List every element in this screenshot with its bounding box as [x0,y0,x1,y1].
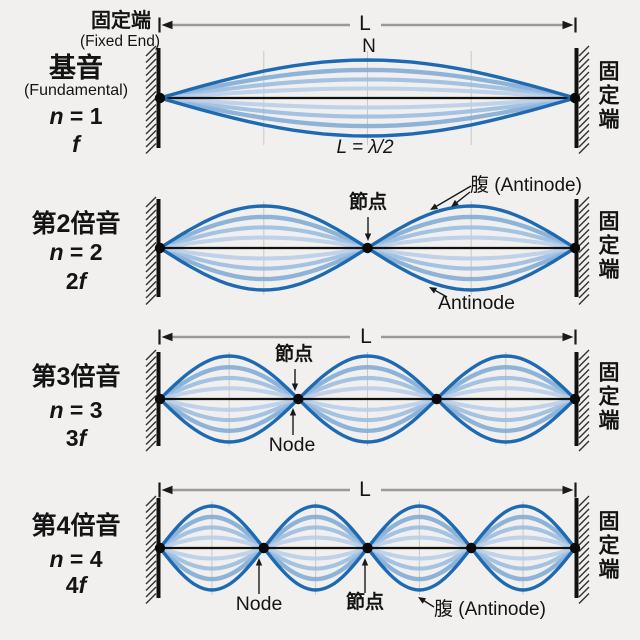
row1-mode-eq: = 1 [63,103,103,129]
right-wall-label-row2: 固定端 [596,210,620,282]
row4-mode-var: n [49,546,64,572]
row2-freq-sym: f [78,268,87,294]
row4-mode: n = 4 [0,547,152,571]
row3-mode: n = 3 [0,398,152,422]
length-label-row1: L [359,12,371,35]
antinode-letter-n: N [362,36,376,57]
row1-title: 基音 [49,53,103,83]
row4-freq: 4f [0,573,152,597]
row2-freq-num: 2 [65,268,79,294]
right-wall-label-row4: 固定端 [596,510,620,582]
row2-node-label-jp: 節点 [348,192,387,213]
row3-freq-sym: f [78,425,87,451]
row1-freq: f [0,132,152,156]
right-wall-label-row3: 固定端 [596,361,620,433]
length-label-row4: L [359,478,371,501]
row4-node-label-jp: 節点 [345,592,384,613]
row4-mode-eq: = 4 [63,546,103,572]
row2-mode-eq: = 2 [63,239,103,265]
row3-title: 第3倍音 [31,363,121,391]
row1-freq-sym: f [72,131,80,157]
length-label-row3: L [360,325,372,348]
row1-mode-var: n [49,103,64,129]
row4-node-label-en: Node [235,593,283,615]
half-wavelength-label: L = λ/2 [336,137,394,158]
fixed-end-label-jp: 固定端 [91,10,151,32]
row4-title: 第4倍音 [31,512,121,540]
row4-freq-num: 4 [65,572,79,598]
row3-node-label-en: Node [268,434,316,456]
row2-mode: n = 2 [0,240,152,264]
row1-subtitle: (Fundamental) [23,82,129,99]
row2-title: 第2倍音 [31,210,121,238]
row3-node-label-jp: 節点 [274,344,313,365]
fixed-end-label-en: (Fixed End) [79,33,161,50]
right-wall-label-row1: 固定端 [596,60,620,132]
row3-freq: 3f [0,426,152,450]
row2-freq: 2f [0,269,152,293]
row4-antinode-label-jp: 腹 (Antinode) [434,599,546,620]
row3-freq-num: 3 [65,425,79,451]
row1-mode: n = 1 [0,104,152,128]
row3-mode-eq: = 3 [63,397,103,423]
row3-mode-var: n [49,397,64,423]
row2-mode-var: n [49,239,64,265]
row2-antinode-label-jp: 腹 (Antinode) [470,175,582,196]
row4-freq-sym: f [78,572,87,598]
row2-antinode-label-en: Antinode [438,292,515,314]
